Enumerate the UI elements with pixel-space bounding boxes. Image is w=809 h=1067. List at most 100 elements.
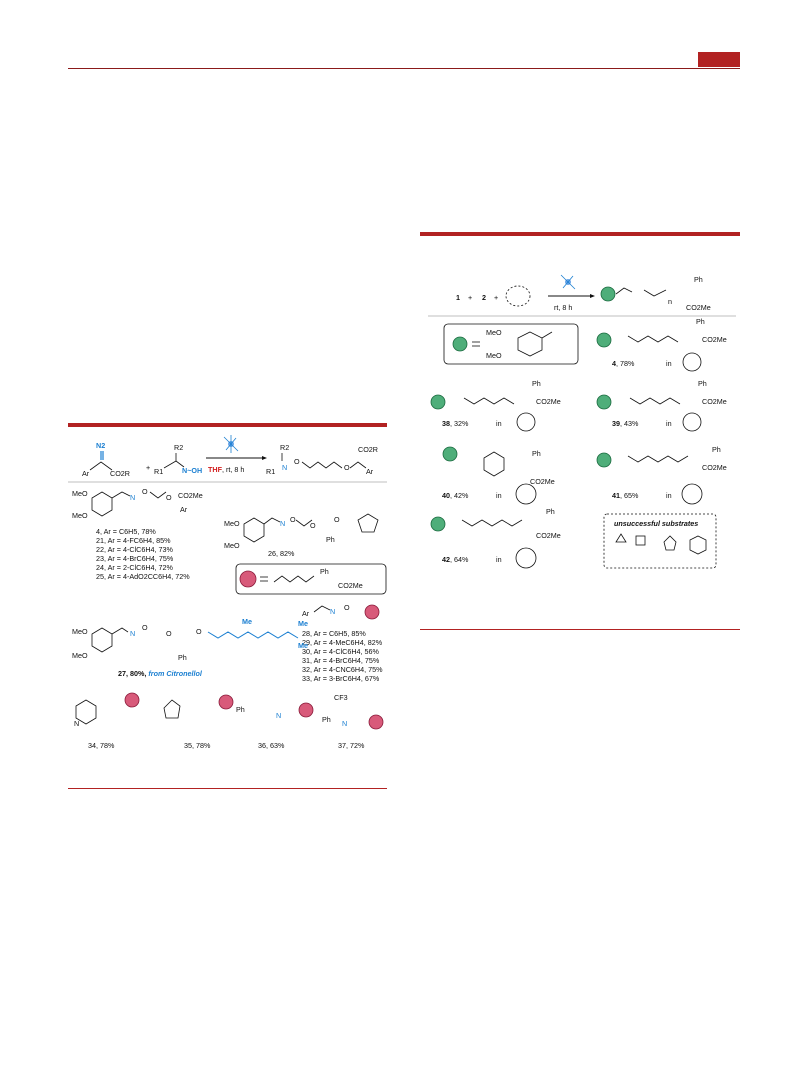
entry-line: 4, Ar = C6H5, 78% bbox=[96, 527, 156, 536]
entry-34: 34, 78% bbox=[88, 741, 115, 750]
green-sphere-icon bbox=[596, 332, 612, 348]
svg-text:MeO: MeO bbox=[72, 627, 88, 636]
diazo-n2-label: N2 bbox=[96, 441, 105, 450]
entry-40: 40, 42% bbox=[442, 491, 469, 500]
structure-4: Ph CO2Me bbox=[596, 317, 727, 372]
red-sphere-icon bbox=[364, 604, 380, 620]
diazo-co2r-label: CO2R bbox=[110, 469, 130, 478]
thf-icon bbox=[682, 352, 702, 372]
svg-text:O: O bbox=[344, 603, 350, 612]
svg-text:O: O bbox=[142, 487, 148, 496]
unsuccessful-title: unsuccessful substrates bbox=[614, 519, 698, 528]
entry-42: 42, 64% bbox=[442, 555, 469, 564]
structure-35 bbox=[163, 694, 234, 719]
svg-text:CO2Me: CO2Me bbox=[338, 581, 363, 590]
red-sphere-icon bbox=[368, 714, 384, 730]
svg-text:Ph: Ph bbox=[532, 379, 541, 388]
unsuccessful-substrates-box: unsuccessful substrates bbox=[603, 513, 717, 569]
svg-text:N: N bbox=[130, 629, 135, 638]
left-reaction-scheme: N2 Ar CO2R + R2 R1 N~OH THF, rt, 8 h R2 … bbox=[68, 435, 387, 750]
svg-text:MeO: MeO bbox=[224, 519, 240, 528]
svg-text:Ph: Ph bbox=[532, 449, 541, 458]
structure-42: Ph CO2Me bbox=[430, 507, 561, 569]
svg-text:MeO: MeO bbox=[486, 328, 502, 337]
svg-text:in: in bbox=[666, 359, 672, 368]
svg-text:Ph: Ph bbox=[546, 507, 555, 516]
right-scheme-bottom-rule bbox=[420, 629, 740, 630]
svg-text:Ar: Ar bbox=[302, 609, 310, 618]
green-sphere-icon bbox=[600, 286, 616, 302]
svg-text:MeO: MeO bbox=[72, 651, 88, 660]
svg-text:O: O bbox=[310, 521, 316, 530]
right-scheme-header: 1 + 2 + rt, 8 h n Ph CO2Me bbox=[456, 274, 711, 312]
cyclic-ether-icon bbox=[505, 285, 531, 307]
entry-26: 26, 82% bbox=[268, 549, 295, 558]
entry-39: 39, 43% bbox=[612, 419, 639, 428]
svg-text:N: N bbox=[74, 719, 79, 728]
page-header-tab bbox=[698, 52, 740, 67]
green-sphere-icon bbox=[596, 452, 612, 468]
svg-text:MeO: MeO bbox=[72, 489, 88, 498]
svg-text:O: O bbox=[290, 515, 296, 524]
green-sphere-icon bbox=[430, 394, 446, 410]
svg-text:Ph: Ph bbox=[326, 535, 335, 544]
entry-line: 24, Ar = 2-ClC6H4, 72% bbox=[96, 563, 174, 572]
svg-text:CO2Me: CO2Me bbox=[702, 335, 727, 344]
product-o-label: O bbox=[294, 457, 300, 466]
svg-text:CF3: CF3 bbox=[334, 693, 348, 702]
svg-text:Ph: Ph bbox=[236, 705, 245, 714]
entry-36: 36, 63% bbox=[258, 741, 285, 750]
photocatalysis-icon bbox=[223, 435, 239, 453]
svg-text:O: O bbox=[344, 463, 350, 472]
right-reaction-scheme: 1 + 2 + rt, 8 h n Ph CO2Me MeO MeO P bbox=[428, 274, 736, 569]
svg-text:O: O bbox=[166, 493, 172, 502]
entry-line: 30, Ar = 4-ClC6H4, 56% bbox=[302, 647, 380, 656]
red-sphere-icon bbox=[218, 694, 234, 710]
svg-text:O: O bbox=[196, 627, 202, 636]
svg-text:+: + bbox=[468, 293, 472, 302]
dihydrofuran-icon bbox=[516, 412, 536, 432]
structure-39: Ph CO2Me bbox=[596, 379, 727, 432]
red-sphere-icon bbox=[298, 702, 314, 718]
oxime-r1-label: R1 bbox=[154, 467, 163, 476]
svg-text:n: n bbox=[668, 297, 672, 306]
entry-line: 29, Ar = 4-MeC6H4, 82% bbox=[302, 638, 383, 647]
svg-text:CO2Me: CO2Me bbox=[178, 491, 203, 500]
svg-text:CO2Me: CO2Me bbox=[530, 477, 555, 486]
entry-27: 27, 80%, from Citronellol bbox=[118, 669, 203, 678]
entry-line: 23, Ar = 4-BrC6H4, 75% bbox=[96, 554, 174, 563]
red-sphere-icon bbox=[124, 692, 140, 708]
entry-line: 22, Ar = 4-ClC6H4, 73% bbox=[96, 545, 174, 554]
svg-text:CO2Me: CO2Me bbox=[536, 397, 561, 406]
svg-text:Me: Me bbox=[298, 641, 308, 650]
entry-37: 37, 72% bbox=[338, 741, 365, 750]
structure-37: CF3 Ph N bbox=[322, 693, 384, 730]
svg-text:N: N bbox=[130, 493, 135, 502]
svg-text:O: O bbox=[334, 515, 340, 524]
svg-text:rt, 8 h: rt, 8 h bbox=[554, 303, 572, 312]
svg-text:1: 1 bbox=[456, 293, 460, 302]
green-sphere-icon bbox=[442, 446, 458, 462]
structure-40: Ph CO2Me bbox=[442, 446, 555, 505]
green-sphere-icon bbox=[452, 336, 468, 352]
svg-text:Ph: Ph bbox=[178, 653, 187, 662]
dihydrofuran-icon bbox=[682, 412, 702, 432]
svg-text:Ph: Ph bbox=[698, 379, 707, 388]
left-scheme-bottom-rule bbox=[68, 788, 387, 789]
svg-text:in: in bbox=[496, 491, 502, 500]
entry-line: 21, Ar = 4-FC6H4, 85% bbox=[96, 536, 171, 545]
diazo-ar-label: Ar bbox=[82, 469, 90, 478]
dioxane-icon bbox=[515, 547, 537, 569]
structure-26: MeO MeO N O O Ph O bbox=[224, 513, 379, 550]
svg-text:Ph: Ph bbox=[694, 275, 703, 284]
structure-28-33: Ar N O bbox=[302, 603, 380, 620]
svg-text:Ph: Ph bbox=[712, 445, 721, 454]
svg-text:2: 2 bbox=[482, 293, 486, 302]
svg-text:CO2Me: CO2Me bbox=[702, 397, 727, 406]
svg-text:N: N bbox=[330, 607, 335, 616]
photocatalysis-icon bbox=[560, 274, 576, 290]
entry-35: 35, 78% bbox=[184, 741, 211, 750]
oxetane-icon bbox=[635, 535, 646, 546]
bicyclic-ether-icon bbox=[515, 483, 537, 505]
left-scheme-header: N2 Ar CO2R + R2 R1 N~OH THF, rt, 8 h R2 … bbox=[82, 435, 378, 478]
